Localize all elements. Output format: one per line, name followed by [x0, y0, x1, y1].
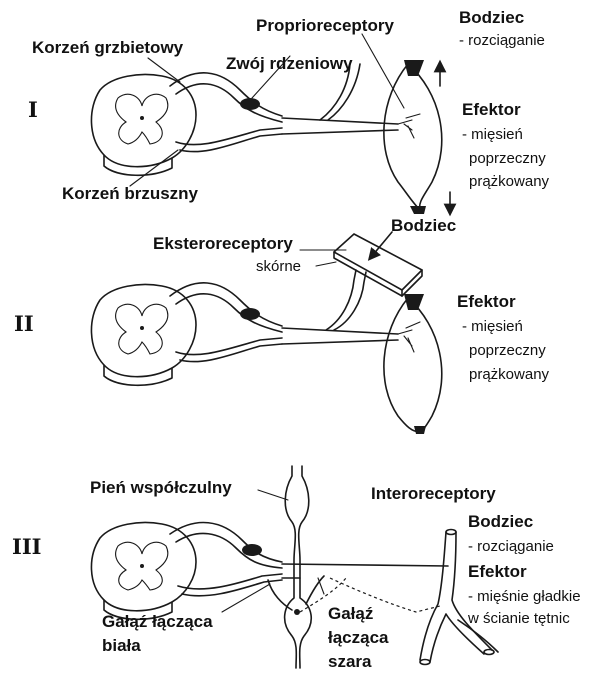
sympathetic-trunk	[283, 465, 298, 669]
panel-i-drawing	[90, 33, 457, 217]
proprioceptors-label: Proprioreceptory	[256, 16, 394, 35]
effector-desc-2: w ścianie tętnic	[468, 610, 570, 627]
panel-iii-numeral: III	[12, 534, 42, 559]
effector-desc-2: poprzeczny	[469, 150, 546, 167]
stimulus-desc: - rozciąganie	[468, 538, 554, 555]
white-ramus-label-2: biała	[102, 636, 141, 655]
ganglion-label: Zwój rdzeniowy	[226, 54, 353, 73]
skeletal-muscle	[383, 63, 443, 211]
grey-matter	[115, 541, 169, 591]
effector-title: Efektor	[462, 100, 521, 119]
stimulus-desc: - rozciąganie	[459, 32, 545, 49]
white-ramus	[267, 579, 293, 611]
spinal-ganglion	[240, 308, 260, 320]
exteroceptors-sub: skórne	[256, 258, 302, 275]
ventral-root	[175, 127, 283, 146]
effector-desc-2: poprzeczny	[469, 342, 546, 359]
dorsal-root-label: Korzeń grzbietowy	[32, 38, 184, 57]
grey-matter	[115, 93, 169, 145]
dorsal-root	[169, 72, 283, 117]
spinal-ganglion	[242, 544, 262, 556]
gray-ramus	[305, 575, 325, 605]
panel-i-numeral: I	[28, 97, 38, 122]
sympathetic-trunk-label: Pień współczulny	[90, 478, 232, 497]
effector-title: Efektor	[457, 292, 516, 311]
gray-ramus-label-1: Gałąź	[328, 604, 374, 623]
spinal-cord-section	[90, 73, 197, 168]
spinal-ganglion	[240, 98, 260, 110]
stimulus-title: Bodziec	[459, 8, 525, 27]
panel-iii-drawing	[90, 465, 499, 669]
effector-desc-3: prążkowany	[469, 173, 550, 190]
exteroceptors-label: Eksteroreceptory	[153, 234, 293, 253]
skin-block	[333, 233, 423, 291]
effector-desc-1: - mięsień	[462, 318, 523, 335]
grey-matter	[115, 303, 169, 355]
effector-desc-1: - mięśnie gładkie	[468, 588, 581, 605]
white-ramus-label-1: Gałąź łącząca	[102, 612, 213, 631]
panel-ii-drawing	[90, 231, 443, 434]
stimulus-title: Bodziec	[391, 216, 457, 235]
effector-desc-3: prążkowany	[469, 366, 550, 383]
spinal-cord-section	[90, 283, 197, 378]
stimulus-title: Bodziec	[468, 512, 534, 531]
gray-ramus-label-3: szara	[328, 652, 372, 671]
spinal-nerve	[281, 117, 399, 125]
effector-title: Efektor	[468, 562, 527, 581]
skeletal-muscle	[383, 297, 443, 434]
gray-ramus-label-2: łącząca	[328, 628, 389, 647]
interoceptors-label: Interoreceptory	[371, 484, 496, 503]
artery	[419, 531, 447, 661]
panel-ii-numeral: II	[14, 311, 34, 336]
ventral-root-label: Korzeń brzuszny	[62, 184, 199, 203]
effector-desc-1: - mięsień	[462, 126, 523, 143]
